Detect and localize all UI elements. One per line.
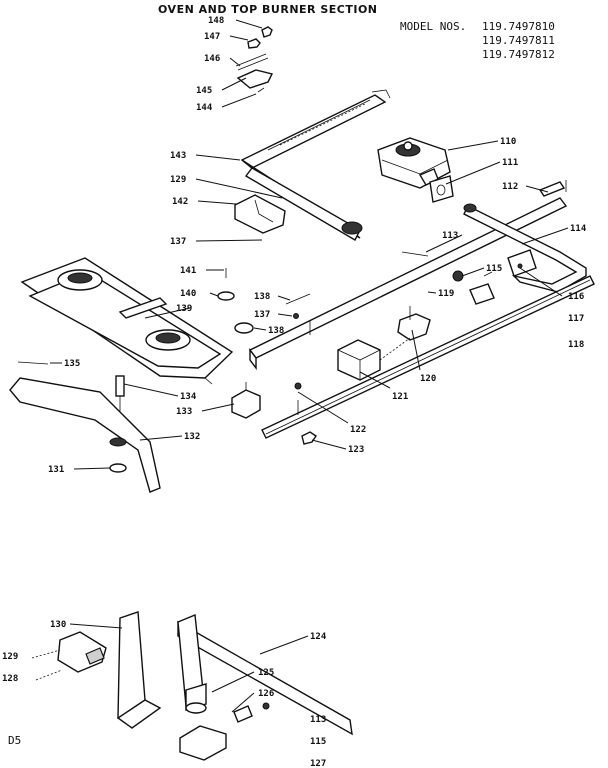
part-burner-bracket: [234, 194, 286, 234]
part-bracket-111: [429, 175, 454, 203]
callout-126: 126: [258, 689, 274, 699]
callout-130: 130: [50, 620, 66, 630]
callout-124: 124: [310, 632, 327, 642]
callout-131: 131: [48, 465, 64, 475]
part-valve-133: [231, 382, 261, 419]
callout-137-upper: 137: [170, 237, 186, 247]
part-top-burner: [20, 257, 234, 385]
page-code: D5: [8, 734, 21, 747]
callout-144: 144: [196, 103, 213, 113]
callout-125: 125: [258, 668, 274, 678]
callout-129-lower: 129: [2, 652, 18, 662]
part-burner-valve-120: [397, 306, 431, 341]
callout-113-upper: 113: [442, 231, 458, 241]
callout-133: 133: [176, 407, 192, 417]
part-138: [234, 322, 254, 334]
part-group-valve-small-parts: [235, 26, 274, 93]
callout-140: 140: [180, 289, 196, 299]
part-oven-burner: [240, 89, 391, 241]
part-140: [217, 291, 235, 301]
callout-112: 112: [502, 182, 518, 192]
part-spud-rod: [401, 251, 429, 257]
part-123: [301, 431, 317, 445]
callout-113-lower: 113: [310, 715, 326, 725]
callout-122: 122: [350, 425, 366, 435]
callout-145: 145: [196, 86, 212, 96]
model-nos-label: MODEL NOS.: [400, 20, 466, 33]
part-screw-135: [17, 361, 49, 365]
callout-118: 118: [568, 340, 584, 350]
part-valves-right: [452, 249, 537, 305]
callout-147: 147: [204, 32, 220, 42]
leader-lines: [50, 19, 569, 713]
model-number-3: 119.7497812: [482, 48, 555, 61]
part-thermostat-valve: [377, 137, 451, 189]
callout-117: 117: [568, 314, 584, 324]
model-number-2: 119.7497811: [482, 34, 555, 47]
callout-135: 135: [64, 359, 80, 369]
callout-142: 142: [172, 197, 188, 207]
callout-115-upper: 115: [486, 264, 502, 274]
callout-121: 121: [392, 392, 408, 402]
callout-119: 119: [438, 289, 454, 299]
callout-141: 141: [180, 266, 196, 276]
callout-139: 139: [176, 304, 192, 314]
callout-116: 116: [568, 292, 584, 302]
callout-129-upper: 129: [170, 175, 186, 185]
callout-114: 114: [570, 224, 587, 234]
part-inset-manifold: [177, 613, 353, 761]
callout-148: 148: [208, 16, 224, 26]
part-valve-box-121: [337, 337, 411, 381]
part-manifold: [248, 180, 568, 371]
callout-123: 123: [348, 445, 364, 455]
model-number-1: 119.7497810: [482, 20, 555, 33]
callout-146: 146: [204, 54, 220, 64]
callout-128: 128: [2, 674, 18, 684]
callout-138-washer: 138: [268, 326, 284, 336]
callout-111: 111: [502, 158, 518, 168]
part-122: [294, 382, 302, 390]
callout-138-pin: 138: [254, 292, 270, 302]
part-138-pin: [285, 293, 311, 305]
callout-132: 132: [184, 432, 200, 442]
callout-143: 143: [170, 151, 186, 161]
callout-120: 120: [420, 374, 436, 384]
callout-134: 134: [180, 392, 197, 402]
part-inset-igniter-bracket: [31, 611, 162, 729]
part-gas-pipe: [463, 203, 587, 293]
callout-110: 110: [500, 137, 516, 147]
callout-115-lower: 115: [310, 737, 326, 747]
callout-137-lower: 137: [254, 310, 270, 320]
callout-127: 127: [310, 759, 326, 768]
part-lower-rail: [261, 275, 595, 439]
diagram-title: OVEN AND TOP BURNER SECTION: [158, 3, 378, 16]
part-grommet-131: [109, 463, 127, 473]
callout-labels: 148 147 146 145 144 143 129 142 137 141 …: [2, 16, 587, 768]
part-137: [293, 313, 299, 319]
part-burner-support: [9, 377, 161, 493]
